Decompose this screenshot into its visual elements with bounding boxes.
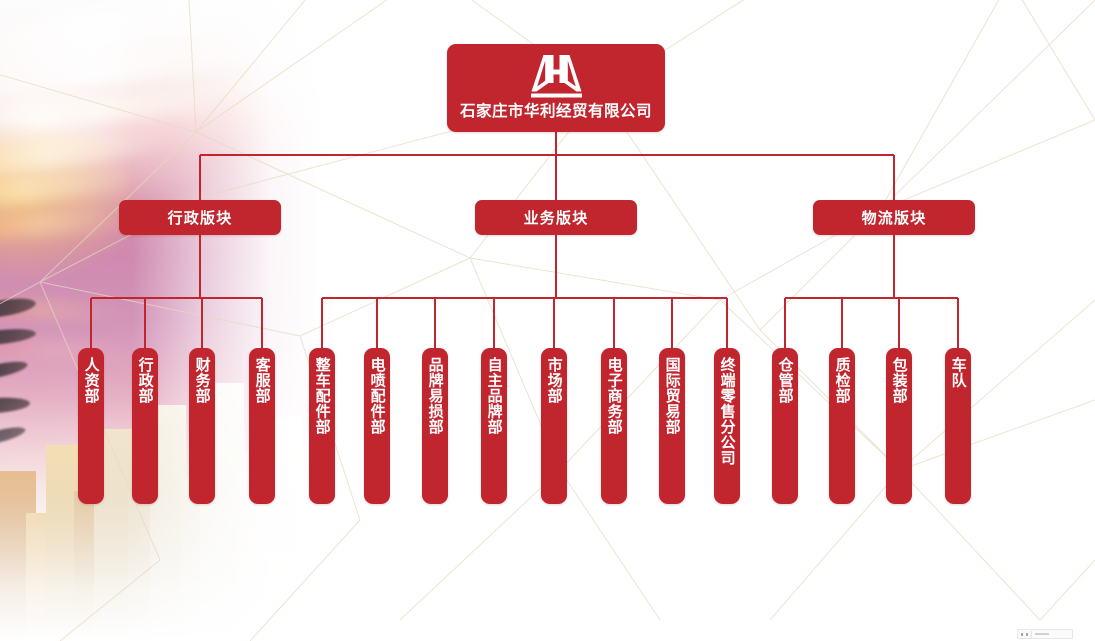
department-node[interactable]: 国际贸易部 [659,348,685,504]
department-node[interactable]: 客服部 [249,348,275,504]
department-node[interactable]: 市场部 [541,348,567,504]
department-label: 财务部 [193,357,211,404]
department-node[interactable]: 车队 [945,348,971,504]
department-node[interactable]: 人资部 [78,348,104,504]
root-node-company[interactable]: 石家庄市华利经贸有限公司 [447,44,665,132]
department-label: 终端零售分公司 [718,357,736,466]
department-node[interactable]: 品牌易损部 [422,348,448,504]
division-node-logistics[interactable]: 物流版块 [813,200,975,235]
toolbar-divider [1031,630,1032,638]
department-label: 质检部 [833,357,851,404]
department-node[interactable]: 包装部 [886,348,912,504]
department-node[interactable]: 质检部 [829,348,855,504]
division-label: 物流版块 [861,210,927,227]
department-label: 人资部 [82,357,100,404]
toolbar-bar-icon [1035,633,1049,635]
department-label: 国际贸易部 [663,357,681,435]
division-node-business[interactable]: 业务版块 [475,200,637,235]
division-label: 行政版块 [167,210,233,227]
department-label: 车队 [949,357,967,388]
department-label: 电喷配件部 [368,357,386,435]
department-node[interactable]: 财务部 [189,348,215,504]
toolbar-dot-icon [1026,632,1028,636]
department-node[interactable]: 终端零售分公司 [714,348,740,504]
division-label: 业务版块 [523,210,589,227]
department-label: 包装部 [890,357,908,404]
department-node[interactable]: 整车配件部 [309,348,335,504]
faint-toolbar-fragment[interactable] [1017,629,1073,639]
department-node[interactable]: 自主品牌部 [481,348,507,504]
toolbar-dot-icon [1021,632,1023,636]
root-title: 石家庄市华利经贸有限公司 [459,103,652,120]
department-label: 整车配件部 [313,357,331,435]
department-label: 市场部 [545,357,563,404]
department-node[interactable]: 仓管部 [772,348,798,504]
department-label: 客服部 [253,357,271,404]
department-label: 行政部 [136,357,154,404]
huali-mountain-logo-icon [531,55,582,98]
department-node[interactable]: 行政部 [132,348,158,504]
department-label: 仓管部 [776,357,794,404]
department-label: 品牌易损部 [426,357,444,435]
department-label: 自主品牌部 [485,357,503,435]
department-node[interactable]: 电子商务部 [601,348,627,504]
department-node[interactable]: 电喷配件部 [364,348,390,504]
division-node-administration[interactable]: 行政版块 [119,200,281,235]
department-label: 电子商务部 [605,357,623,435]
